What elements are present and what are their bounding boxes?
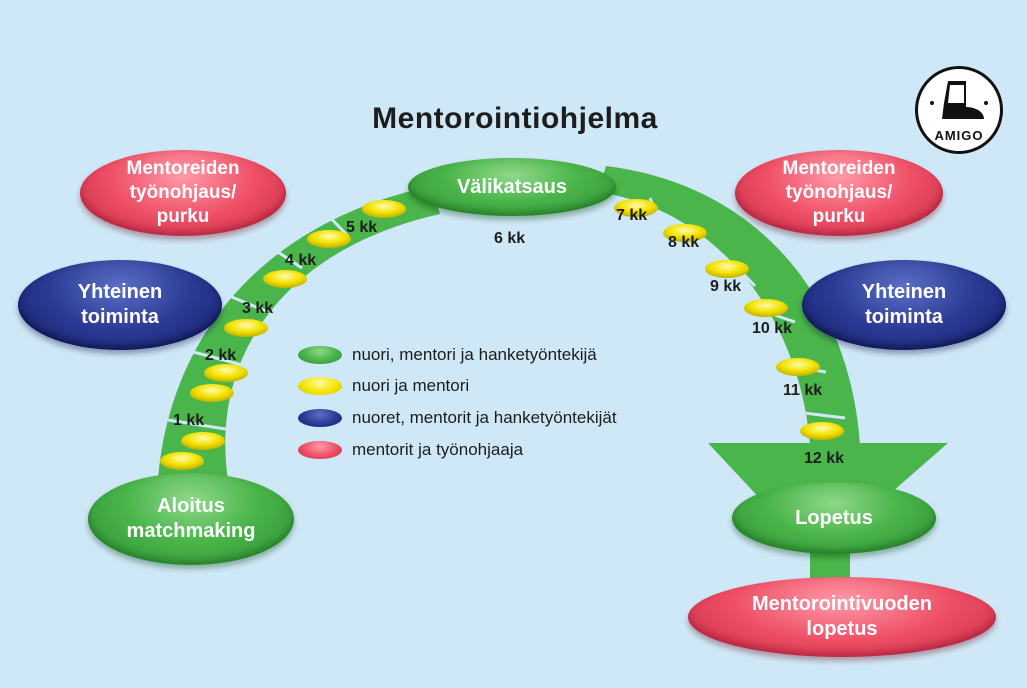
month-6-label: 6 kk [494,230,526,247]
final-node: Mentorointivuoden lopetus [688,577,996,657]
left-arch-dividers [167,203,350,432]
month-1-label: 1 kk [173,412,205,429]
right-red-line-2: työnohjaus/ [785,182,893,203]
logo-text: AMIGO [934,128,984,143]
legend-item-red: mentorit ja työnohjaaja [298,440,523,460]
start-line-1: Aloitus [157,495,225,517]
left-supervision-node: Mentoreiden työnohjaus/ purku [80,150,286,236]
left-red-line-1: Mentoreiden [126,158,240,179]
start-line-2: matchmaking [126,520,256,542]
left-yellow-dots [160,200,406,470]
right-yellow-dots [614,199,844,440]
end-node: Lopetus [732,482,936,554]
month-10-label: 10 kk [752,320,793,337]
month-11-label: 11 kk [783,382,823,399]
month-3-label: 3 kk [242,300,274,317]
midpoint-node: Välikatsaus [408,158,616,216]
left-red-line-3: purku [156,206,210,227]
left-blue-line-1: Yhteinen [77,281,163,303]
right-red-line-3: purku [812,206,866,227]
month-9-label: 9 kk [710,278,742,295]
final-line-2: lopetus [806,618,878,640]
right-supervision-node: Mentoreiden työnohjaus/ purku [735,150,943,236]
right-blue-line-2: toiminta [865,306,943,328]
end-label: Lopetus [795,506,873,529]
month-5-label: 5 kk [346,219,378,236]
month-7-label: 7 kk [616,207,648,224]
legend-item-yellow: nuori ja mentori [298,376,469,396]
final-line-1: Mentorointivuoden [752,593,932,615]
left-red-line-2: työnohjaus/ [129,182,237,203]
left-joint-activity-node: Yhteinen toiminta [18,260,222,350]
legend-text-blue: nuoret, mentorit ja hanketyöntekijät [352,408,617,427]
right-joint-activity-node: Yhteinen toiminta [802,260,1006,350]
month-4-label: 4 kk [285,252,317,269]
right-red-line-1: Mentoreiden [782,158,896,179]
start-node: Aloitus matchmaking [88,473,294,565]
legend-text-red: mentorit ja työnohjaaja [352,440,524,459]
legend-text-green: nuori, mentori ja hanketyöntekijä [352,345,597,364]
diagram-title: Mentorointiohjelma [372,102,658,135]
month-8-label: 8 kk [668,234,700,251]
amigo-logo: AMIGO [915,66,1003,154]
yellow-dot-icon [298,377,342,395]
month-12-label: 12 kk [804,450,845,467]
midpoint-label: Välikatsaus [456,175,568,198]
left-arch-band [158,186,440,480]
legend-item-green: nuori, mentori ja hanketyöntekijä [298,345,597,365]
cowboy-boot-icon [930,81,988,119]
legend-item-blue: nuoret, mentorit ja hanketyöntekijät [298,408,617,428]
green-dot-icon [298,346,342,364]
month-2-label: 2 kk [205,347,237,364]
blue-dot-icon [298,409,342,427]
left-blue-line-2: toiminta [81,306,159,328]
right-blue-line-1: Yhteinen [861,281,947,303]
legend-text-yellow: nuori ja mentori [352,376,470,395]
red-dot-icon [298,441,342,459]
